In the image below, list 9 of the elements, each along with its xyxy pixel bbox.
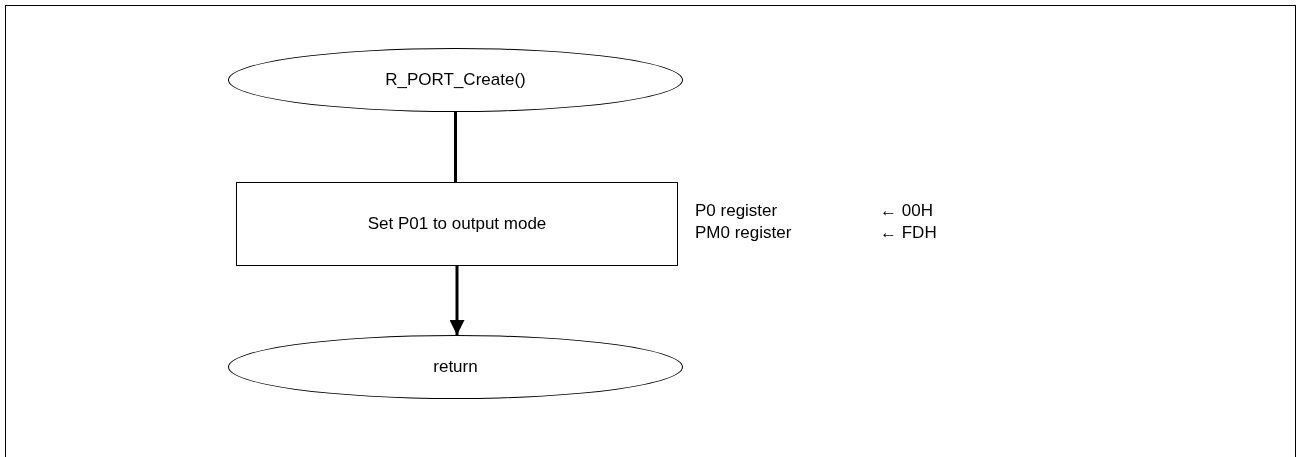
node-label: Set P01 to output mode [367, 214, 547, 234]
register-note: P0 register [695, 201, 779, 221]
arrow [449, 266, 465, 335]
node-label: R_PORT_Create() [385, 70, 526, 90]
register-note: ← FDH [880, 223, 937, 243]
process-box [236, 182, 678, 266]
register-note: PM0 register [695, 223, 793, 243]
node-label: return [433, 357, 478, 377]
register-note: ← 00H [880, 201, 934, 221]
